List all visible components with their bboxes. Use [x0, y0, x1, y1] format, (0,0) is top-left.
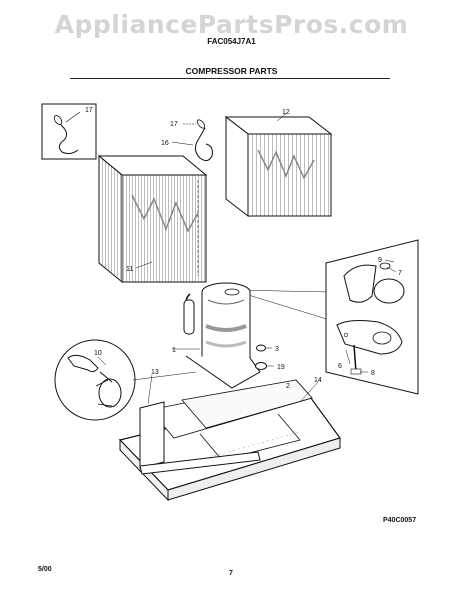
section-title: COMPRESSOR PARTS — [185, 66, 278, 76]
title-rule — [70, 78, 390, 79]
callout-19: 19 — [277, 364, 285, 371]
callout-12: 12 — [282, 109, 290, 116]
capacitor-inset — [54, 339, 197, 421]
terminal-cover-inset — [325, 239, 419, 395]
compressor — [172, 282, 261, 389]
callout-14: 14 — [314, 377, 322, 384]
callout-13: 13 — [151, 369, 159, 376]
gasket — [139, 374, 319, 475]
sensor-inset — [41, 103, 97, 160]
callout-3: 3 — [275, 346, 279, 353]
callout-17: 17 — [170, 121, 178, 128]
callout-1: 1 — [172, 347, 176, 354]
callout-9: 9 — [378, 257, 382, 264]
callout-10: 10 — [94, 350, 102, 357]
revision-date: 5/00 — [38, 566, 52, 573]
callout-11: 11 — [126, 266, 133, 273]
thermistor-sensor — [171, 119, 213, 162]
callout-8: 8 — [371, 370, 375, 377]
callout-17-inset: 17 — [85, 107, 93, 114]
page-number: 7 — [229, 570, 233, 577]
callout-16: 16 — [161, 140, 169, 147]
condenser-coil — [224, 112, 333, 218]
model-number: FAC054J7A1 — [207, 37, 256, 46]
watermark: AppliancePartsPros.com — [54, 10, 409, 39]
diagram-code: P40C0057 — [383, 517, 417, 524]
callout-6: 6 — [338, 363, 342, 370]
callout-7: 7 — [398, 270, 402, 277]
evaporator-coil — [97, 154, 208, 284]
callout-2: 2 — [286, 383, 290, 390]
